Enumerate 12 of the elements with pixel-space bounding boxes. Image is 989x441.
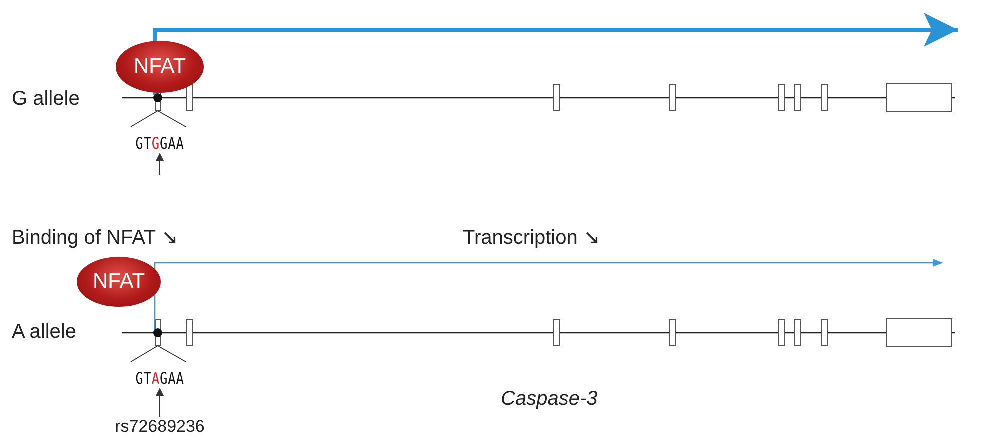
arrow <box>156 153 164 176</box>
sequence-text: GTGGAA <box>136 133 184 153</box>
nfat-ellipse: NFAT <box>77 257 161 307</box>
gene-name: Caspase-3 <box>501 388 598 411</box>
annotation-text: Binding of NFAT ↘ <box>12 226 178 250</box>
sequence-text: GTAGAA <box>136 368 184 388</box>
annotation-text: Transcription ↘ <box>463 226 600 250</box>
allele-label: G allele <box>12 88 80 111</box>
nfat-ellipse: NFAT <box>116 41 204 93</box>
snp-id-text: rs72689236 <box>108 417 212 437</box>
allele-label: A allele <box>12 321 76 344</box>
arrow <box>156 388 164 418</box>
